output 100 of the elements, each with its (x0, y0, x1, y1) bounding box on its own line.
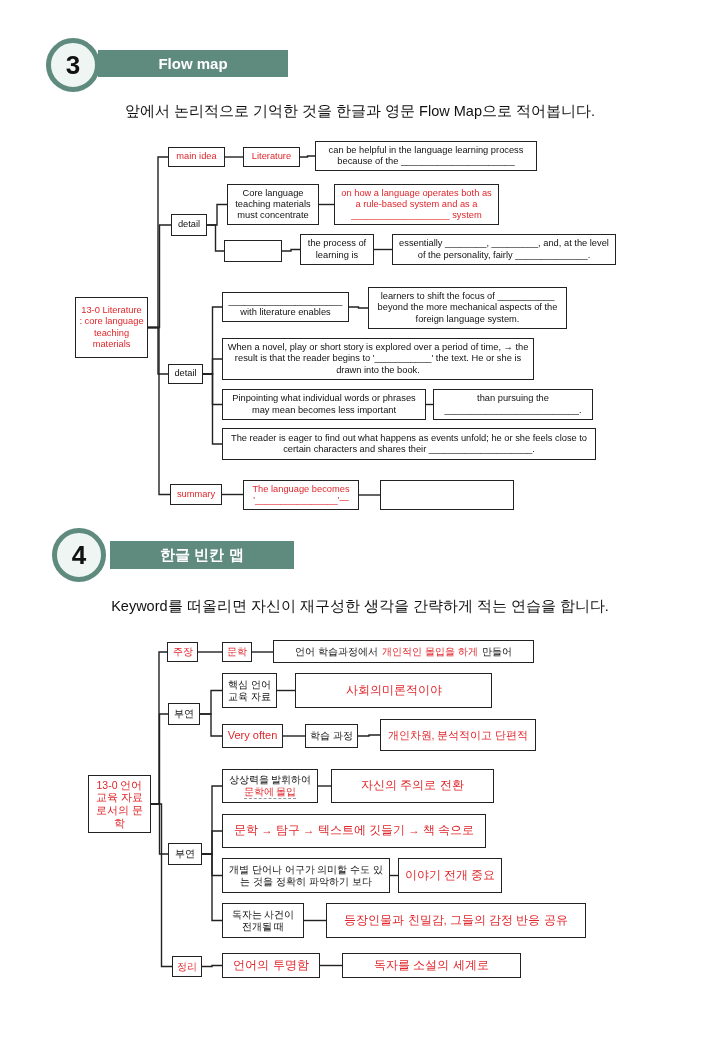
node-text: 자신의 주의로 전환 (361, 779, 464, 793)
node-text: 상상력을 발휘하여 (228, 773, 312, 786)
empty-box (380, 480, 514, 510)
text-box (305, 724, 358, 748)
section-title: Flow map (158, 55, 228, 72)
node-text: The language becomes '________________'— (251, 483, 351, 507)
node-text: 문학 (227, 646, 247, 658)
text-box (222, 953, 320, 978)
text-box (222, 903, 304, 938)
text-box (171, 214, 207, 236)
text-box (273, 640, 534, 663)
text-box (222, 814, 486, 848)
node-text: 부연 (174, 708, 194, 720)
text-box (433, 389, 593, 420)
connector-line (150, 803, 173, 968)
connector-line (317, 785, 332, 787)
node-text: 문학에 몰입 (243, 785, 297, 799)
node-text: 등장인물과 친밀감, 그들의 감정 반응 공유 (344, 913, 568, 928)
text-box (222, 858, 390, 893)
text-box (222, 389, 426, 420)
connector-line (202, 373, 223, 445)
section-title: 한글 빈칸 맵 (160, 545, 244, 565)
node-text: Literature (251, 151, 292, 163)
section-number-badge: 4 (52, 528, 106, 582)
node-text: learners to shift the focus of ___________ beyond the more mechanical aspects of the foreign language system. (376, 291, 559, 325)
connector-line (357, 734, 381, 737)
connector-line (303, 919, 327, 922)
node-text: 학습 과정 (310, 730, 353, 742)
text-box (167, 642, 198, 662)
text-box (222, 769, 318, 803)
node-text: detail (177, 219, 201, 231)
connector-line (281, 248, 301, 252)
text-box (398, 858, 502, 893)
text-box (368, 287, 567, 329)
connector-line (348, 306, 369, 309)
node-text: 정리 (177, 960, 197, 973)
node-text: ______________________ with literature enables (227, 295, 344, 319)
node-text: 언어 학습과정에서 (295, 645, 379, 658)
text-box (243, 147, 300, 167)
text-box (168, 843, 202, 865)
node-text: on how a language operates both as a rule-based system and as a ___________________ system (340, 187, 493, 222)
connector-line (221, 493, 244, 496)
node-text: 개인적인 몰입을 하게 (382, 645, 478, 658)
node-text: Very often (227, 729, 278, 743)
text-box (222, 642, 252, 662)
node-text: can be helpful in the language learning process because of the ______________________ (327, 144, 525, 168)
node-text: 13-0 언어 교육 자료로서의 문학 (95, 778, 144, 830)
node-text: 주장 (172, 646, 193, 658)
node-text: 만들어 (481, 645, 512, 658)
node-text: the process of learning is (306, 238, 368, 261)
text-box (222, 428, 596, 460)
text-box (88, 775, 151, 833)
connector-line (299, 155, 316, 158)
connector-line (201, 964, 223, 968)
node-text: 사회의미론적이야 (345, 683, 442, 698)
node-text: summary (176, 488, 216, 501)
node-text: 13-0 Literature : core language teaching materials (79, 305, 144, 350)
node-text: Core language teaching materials must concentrate (234, 187, 312, 222)
connector-line (199, 713, 223, 737)
node-text: When a novel, play or short story is explored over a period of time, → the result is that the reader begins to '___________' the text. He or she is drawn into the book. (226, 342, 530, 376)
text-box (331, 769, 494, 803)
connector-line (224, 156, 244, 158)
text-box (243, 480, 359, 510)
text-box (334, 184, 499, 225)
node-text: 독자를 소설의 세계로 (374, 958, 489, 973)
node-text: detail (174, 368, 197, 380)
node-text: 개인차원, 분석적이고 단편적 (387, 728, 529, 742)
text-box (227, 184, 319, 225)
connector-line (201, 853, 223, 922)
connector-line (282, 735, 306, 737)
text-box (168, 147, 225, 167)
text-box (392, 234, 616, 265)
connector-line (206, 224, 225, 252)
node-text: main idea (176, 151, 217, 163)
text-box (315, 141, 537, 171)
text-box (170, 484, 222, 505)
node-text: 핵심 언어 교육 자료 (227, 678, 272, 703)
connector-line (251, 651, 274, 653)
text-box (380, 719, 536, 751)
connector-line (197, 651, 223, 653)
node-text: essentially ________, _________, and, at the level of the personality, fairly ______________. (398, 238, 610, 261)
node-text: 독자는 사건이 전개될 때 (230, 908, 296, 933)
node-text: 개별 단어나 어구가 의미할 수도 있는 것을 정확히 파악하기 보다 (228, 863, 384, 888)
connector-line (147, 326, 171, 496)
text-box (222, 724, 283, 748)
node-text: 이야기 전개 중요 (404, 868, 496, 883)
instruction-text: 앞에서 논리적으로 기억한 것을 한글과 영문 Flow Map으로 적어봅니다. (123, 102, 597, 121)
text-box (342, 953, 521, 978)
text-box (295, 673, 492, 708)
node-text: 부연 (175, 848, 195, 860)
node-text: than pursuing the __________________________. (443, 393, 583, 416)
text-box (172, 956, 202, 977)
section-number-badge: 3 (46, 38, 100, 92)
empty-box (224, 240, 282, 262)
node-text: The reader is eager to find out what happens as events unfold; he or she feels close to certain characters and shares their ____________________. (229, 432, 589, 456)
text-box (75, 297, 148, 358)
instruction-text: Keyword를 떠올리면 자신이 재구성한 생각을 간략하게 적는 연습을 합니다. (110, 597, 610, 616)
node-text: 언어의 투명함 (233, 958, 309, 973)
connector-line (358, 494, 381, 496)
text-box (300, 234, 374, 265)
